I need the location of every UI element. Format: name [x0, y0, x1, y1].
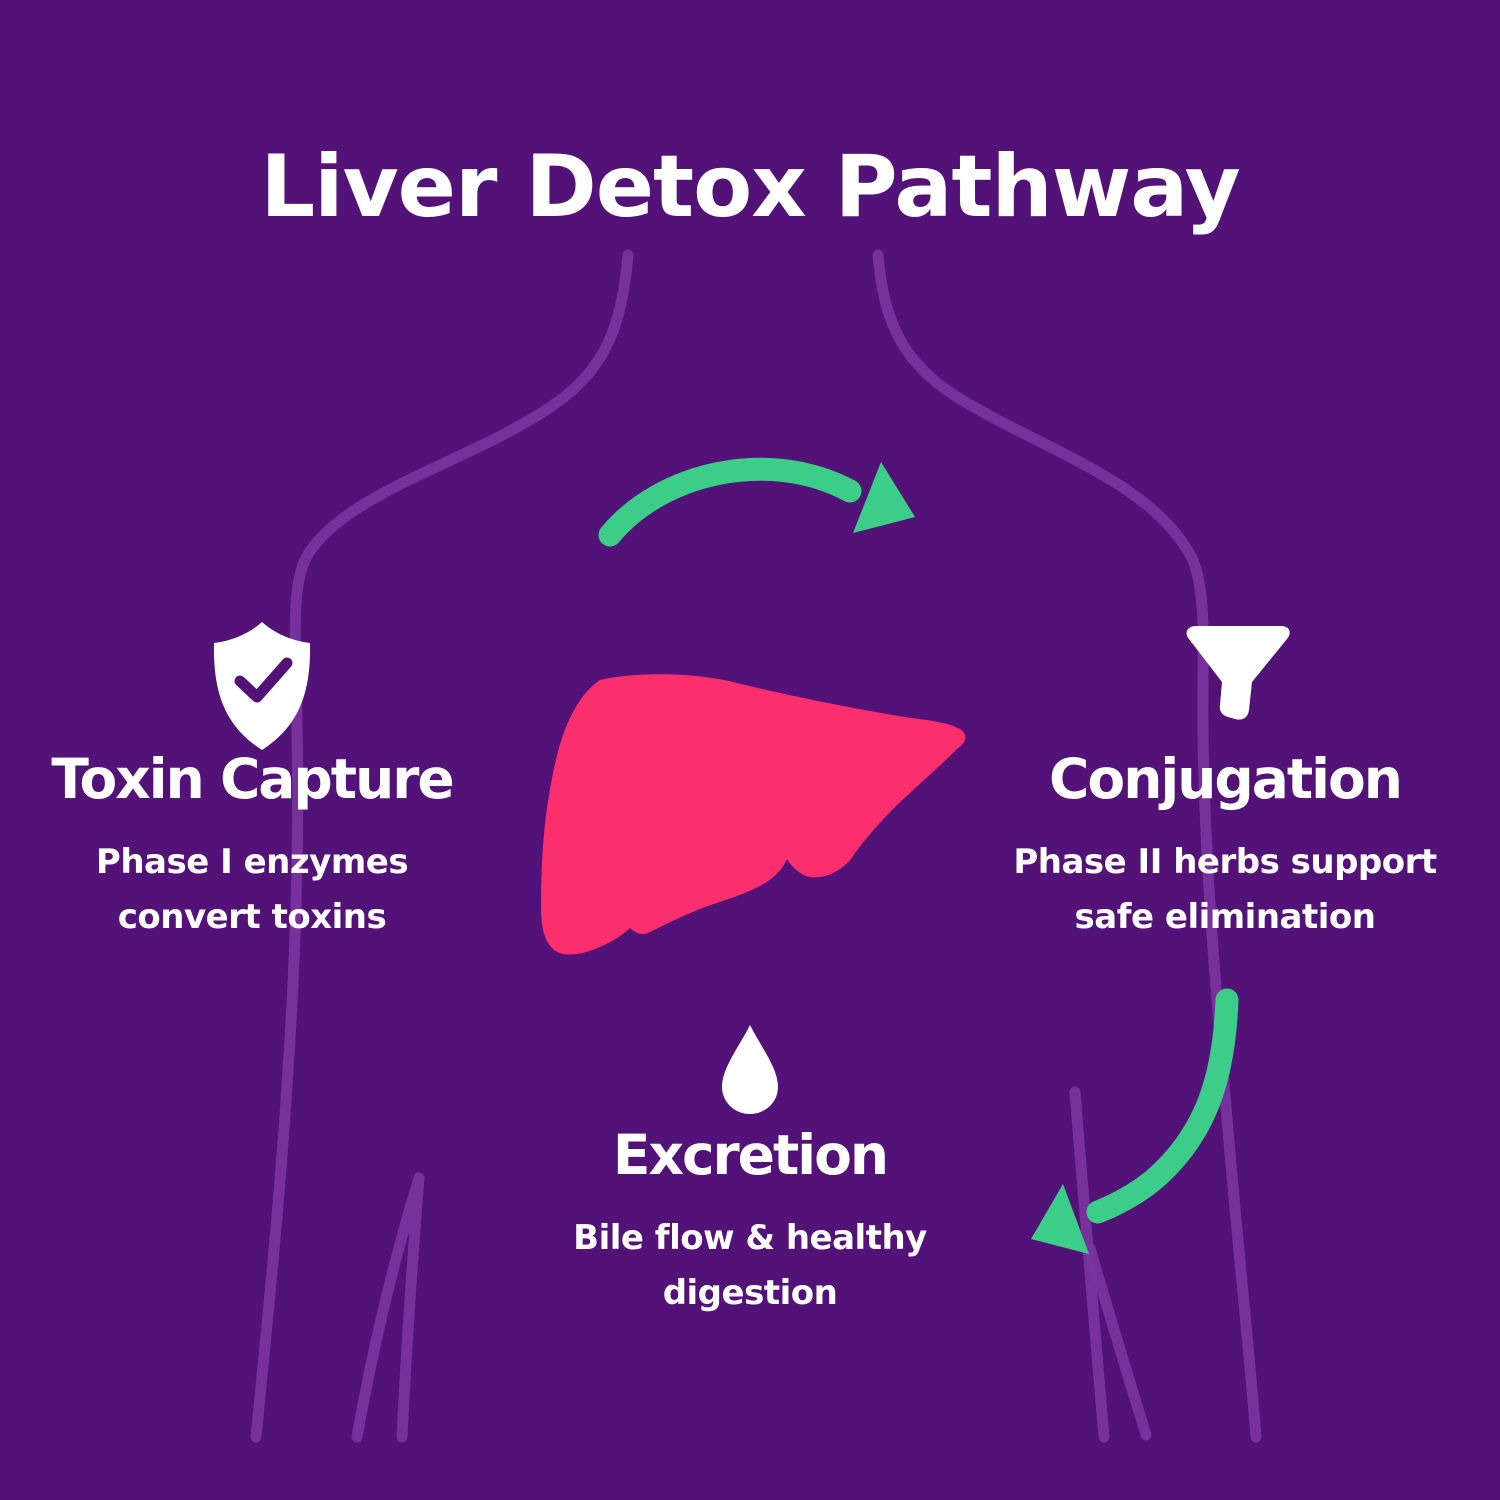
section-heading-conjugation: Conjugation [1049, 747, 1403, 811]
shield-check-icon [213, 622, 311, 750]
description-line: Phase I enzymes [95, 842, 409, 883]
section-description-excretion: Bile flow & healthy digestion [538, 1211, 962, 1320]
section-description-conjugation: Phase II herbs support safe elimination [1013, 835, 1437, 944]
flow-arrow-top-head [853, 462, 915, 533]
section-heading-excretion: Excretion [612, 1123, 889, 1187]
section-conjugation: Conjugation Phase II herbs support safe … [1013, 747, 1437, 944]
right-leg-line-outer [1084, 1242, 1152, 1441]
description-line: convert toxins [117, 896, 387, 937]
section-description-toxin-capture: Phase I enzymes convert toxins [40, 835, 464, 944]
check-mark [234, 657, 293, 703]
description-line: safe elimination [1074, 896, 1376, 937]
section-toxin-capture: Toxin Capture Phase I enzymes convert to… [40, 747, 464, 944]
left-leg-lines [351, 1172, 425, 1443]
droplet-icon [722, 1025, 778, 1114]
liver-illustration [541, 674, 966, 955]
funnel-icon [1186, 626, 1290, 720]
section-excretion: Excretion Bile flow & healthy digestion [538, 1123, 962, 1320]
description-line: Bile flow & healthy [573, 1218, 927, 1259]
flow-arrow-right-icon [1031, 988, 1239, 1254]
flow-arrow-right-head [1031, 1184, 1089, 1254]
section-heading-toxin-capture: Toxin Capture [51, 747, 454, 811]
description-line: digestion [662, 1272, 838, 1313]
description-line: Phase II herbs support [1013, 842, 1437, 883]
funnel-shape [1186, 626, 1290, 720]
droplet-shape [722, 1025, 778, 1114]
flow-arrow-top-icon [598, 457, 915, 547]
right-leg-line-inner [1069, 1086, 1110, 1443]
flow-arrow-top-curve [598, 457, 862, 547]
page-title: Liver Detox Pathway [260, 137, 1240, 237]
body-right-line [872, 249, 1262, 1443]
flow-arrow-right-curve [1086, 988, 1239, 1224]
